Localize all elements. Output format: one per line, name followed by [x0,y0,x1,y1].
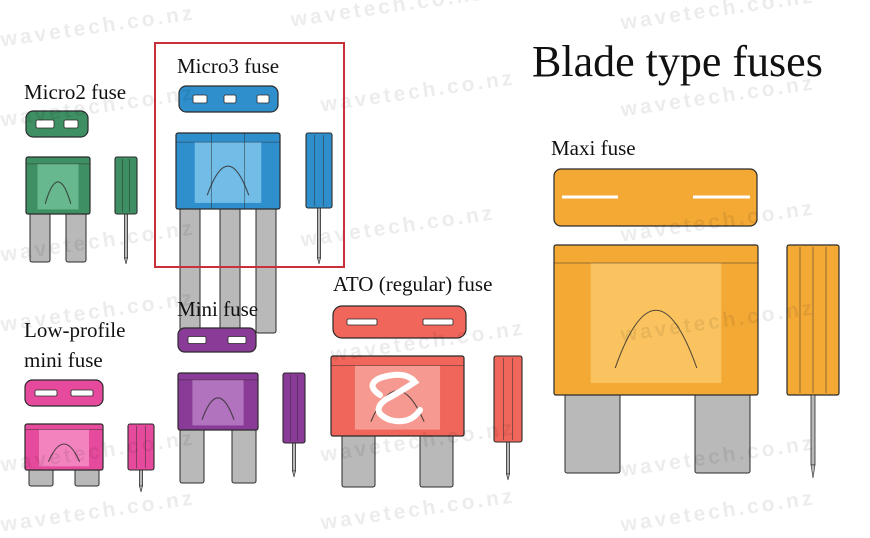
label-mini-fuse: Mini fuse [177,297,259,321]
fuse-side-body [114,156,138,215]
fuse-top-view [177,327,257,353]
diagram-title: Blade type fuses [532,37,823,86]
fuse-top-view [25,110,89,138]
fuse-element [201,397,235,420]
label-micro2-fuse: Micro2 fuse [24,80,127,104]
terminal-slot [223,94,237,104]
fuse-illustrations [24,85,840,493]
maxi-fuse-drawing [553,168,840,479]
terminal-slot [346,318,378,326]
fuse-window [39,429,89,467]
low-profile-mini-fuse-drawing [24,379,155,493]
fuse-element [614,309,698,369]
fuse-side-pin-tip [810,464,816,479]
micro3-fuse-drawing [175,85,333,334]
label-micro3-fuse: Micro3 fuse [177,54,280,78]
fuse-side-pin-tip [317,257,321,265]
fuse-blade-terminal [231,428,257,484]
fuse-window [194,142,262,203]
micro2-fuse-drawing [25,110,138,265]
fuse-top-view [24,379,104,407]
terminal-slot [256,94,270,104]
terminal-slot [227,336,247,344]
terminal-slot [63,119,79,129]
label-low-profile-line2: mini fuse [24,348,103,372]
fuse-top-view [553,168,758,227]
terminal-slot [70,389,94,397]
label-low-profile-line1: Low-profile [24,318,126,342]
fuse-side-body [127,423,155,471]
fuse-element [47,443,81,462]
fuse-side-body [282,372,306,444]
terminal-slot [187,336,207,344]
label-maxi-fuse: Maxi fuse [551,136,636,160]
fuse-side-body [305,132,333,209]
terminal-slot [422,318,454,326]
fuse-side-pin-tip [124,257,128,265]
fuse-side-pin-tip [292,470,296,478]
label-ato-fuse: ATO (regular) fuse [333,272,493,296]
fuse-side-pin [139,467,143,487]
fuse-side-pin-tip [139,485,143,493]
fuse-divider [210,133,246,209]
terminal-slot [35,119,55,129]
mini-fuse-drawing [177,327,306,484]
fuse-window [590,263,722,383]
ato-fuse-drawing [330,305,523,488]
fuse-side-pin [292,440,296,472]
fuse-element [44,181,72,204]
micro3-highlight-box [154,42,345,268]
fuse-side-pin [506,439,510,475]
fuse-window [192,379,244,426]
fuse-window [37,163,79,210]
terminal-slot [34,389,58,397]
fuse-side-pin-tip [506,473,510,481]
fuse-top-view [332,305,467,339]
fuse-element-s [369,371,423,425]
fuse-side-body [493,355,523,443]
terminal-slot [192,94,208,104]
